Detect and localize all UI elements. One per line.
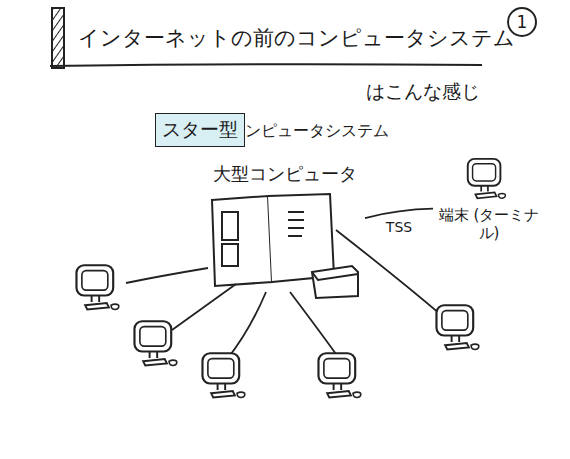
node-text: 1 bbox=[517, 12, 528, 32]
title-text: インターネットの前のコンピュータシステム bbox=[78, 26, 515, 51]
highlight-box: スター型 bbox=[155, 113, 245, 147]
node-text: 大型コンピュータ bbox=[205, 162, 365, 186]
mainframe-drawing bbox=[212, 194, 358, 298]
terminal-icon bbox=[202, 353, 244, 397]
connector-line bbox=[365, 209, 433, 218]
title-underline bbox=[50, 64, 482, 66]
terminal-icon bbox=[76, 265, 118, 309]
callout-circle: 1 bbox=[507, 7, 537, 37]
terminal-icon bbox=[134, 321, 176, 365]
network-line bbox=[126, 230, 440, 358]
note-label: コンピュータシステム bbox=[229, 121, 389, 140]
mainframe-node: 大型コンピュータ bbox=[205, 158, 365, 300]
node-text: 端末 (ターミナル) bbox=[433, 206, 545, 242]
node-text: スター型 bbox=[162, 117, 238, 143]
edge-label: TSS bbox=[384, 219, 414, 236]
hatched-bar bbox=[52, 8, 64, 68]
terminal-icon bbox=[318, 353, 360, 397]
terminal-icon bbox=[436, 305, 478, 349]
note-label: はこんな感じ bbox=[366, 80, 480, 103]
terminal-node: 端末 (ターミナル) bbox=[433, 156, 545, 246]
terminal-icon bbox=[468, 159, 506, 198]
